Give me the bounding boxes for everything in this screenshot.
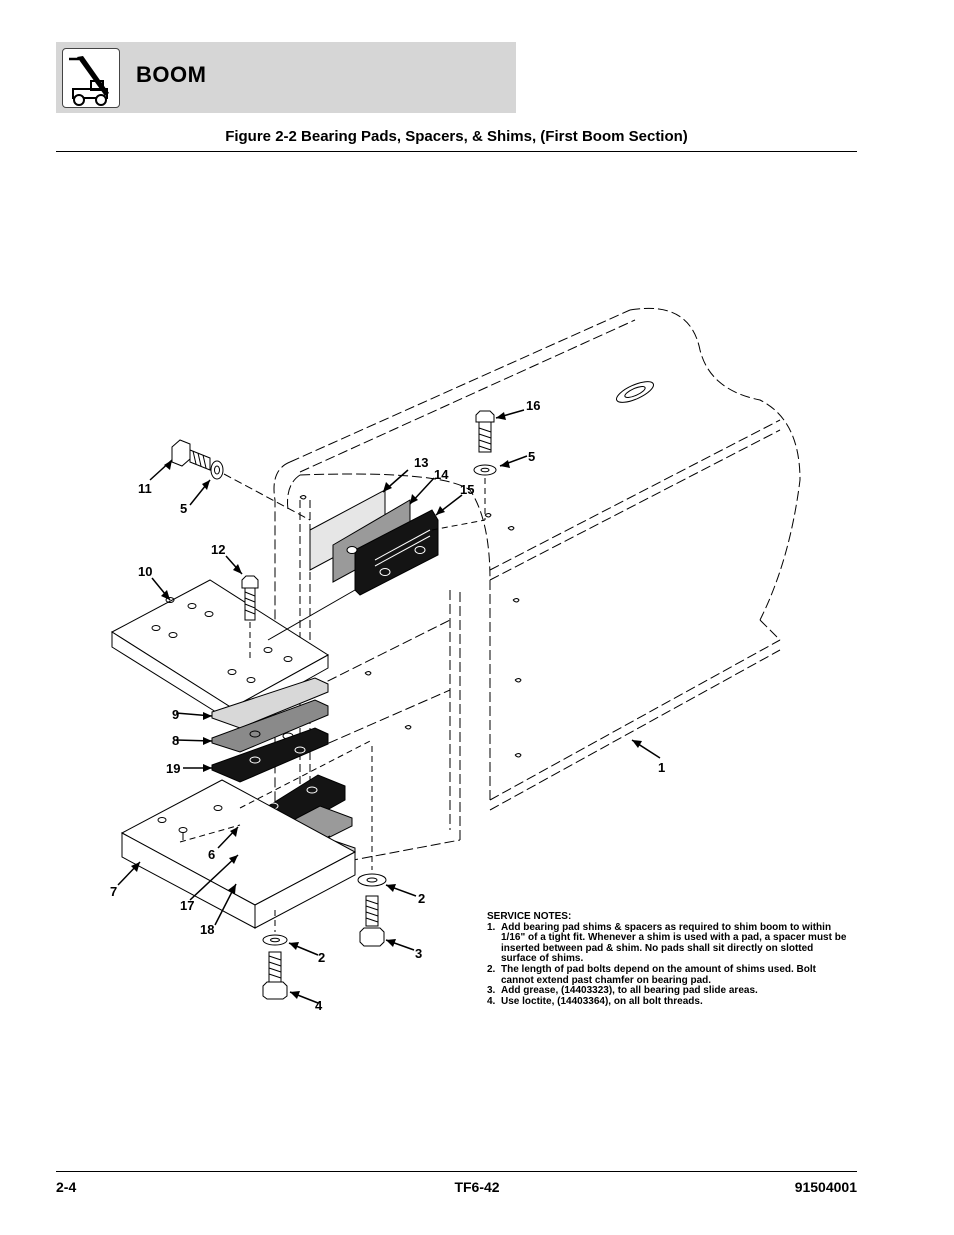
callout-10: 10 <box>138 564 152 579</box>
service-note: 3.Add grease, (14403323), to all bearing… <box>487 985 758 997</box>
footer-model: TF6-42 <box>454 1179 500 1195</box>
callout-11: 11 <box>138 481 152 496</box>
callout-4: 4 <box>315 998 323 1013</box>
callout-15: 15 <box>460 482 474 497</box>
callout-2b: 2 <box>318 950 325 965</box>
callout-5a: 5 <box>528 449 535 464</box>
figure-title: Figure 2-2 Bearing Pads, Spacers, & Shim… <box>225 128 688 145</box>
callout-5b: 5 <box>180 501 187 516</box>
callout-17: 17 <box>180 898 194 913</box>
callout-18: 18 <box>200 922 214 937</box>
service-notes: SERVICE NOTES: 1.Add bearing pad shims &… <box>487 911 847 1008</box>
callout-13: 13 <box>414 455 428 470</box>
callout-8: 8 <box>172 733 179 748</box>
bottom-left-bolt <box>262 910 288 1000</box>
service-notes-list: 1.Add bearing pad shims & spacers as req… <box>487 921 847 1008</box>
top-shim-stack <box>211 677 329 783</box>
callout-16: 16 <box>526 398 540 413</box>
boom-slot-holes <box>299 381 654 820</box>
section-header: BOOM <box>56 42 516 113</box>
telehandler-icon <box>62 48 120 108</box>
callout-12: 12 <box>211 542 225 557</box>
side-pad-stack <box>309 489 439 596</box>
leader-arrowheads <box>131 412 642 999</box>
boom-bolt-holes <box>299 495 522 758</box>
footer-part-number: 91504001 <box>794 1179 857 1195</box>
callout-9: 9 <box>172 707 179 722</box>
callout-19: 19 <box>166 761 180 776</box>
footer-page-number: 2-4 <box>56 1179 77 1195</box>
service-note: 2.The length of pad bolts depend on the … <box>487 963 816 986</box>
callout-1: 1 <box>658 760 665 775</box>
section-title: BOOM <box>136 62 207 87</box>
bottom-right-bolt <box>357 746 387 947</box>
service-note: 1.Add bearing pad shims & spacers as req… <box>487 921 847 965</box>
service-note: 4.Use loctite, (14403364), on all bolt t… <box>487 995 703 1007</box>
pad-bolt-12 <box>241 575 356 660</box>
callout-3: 3 <box>415 946 422 961</box>
callout-2a: 2 <box>418 891 425 906</box>
side-bolt-assembly <box>171 439 311 521</box>
callout-7: 7 <box>110 884 117 899</box>
boom-section-outline <box>273 307 801 871</box>
service-notes-title: SERVICE NOTES: <box>487 911 572 922</box>
footer-divider <box>56 1171 857 1172</box>
header-divider <box>56 151 857 152</box>
callout-labels: 1 2 2 3 4 5 5 6 7 8 9 10 11 12 13 14 15 … <box>110 398 665 1013</box>
top-bolt-assembly <box>431 410 497 531</box>
callout-6: 6 <box>208 847 215 862</box>
callout-14: 14 <box>434 467 449 482</box>
